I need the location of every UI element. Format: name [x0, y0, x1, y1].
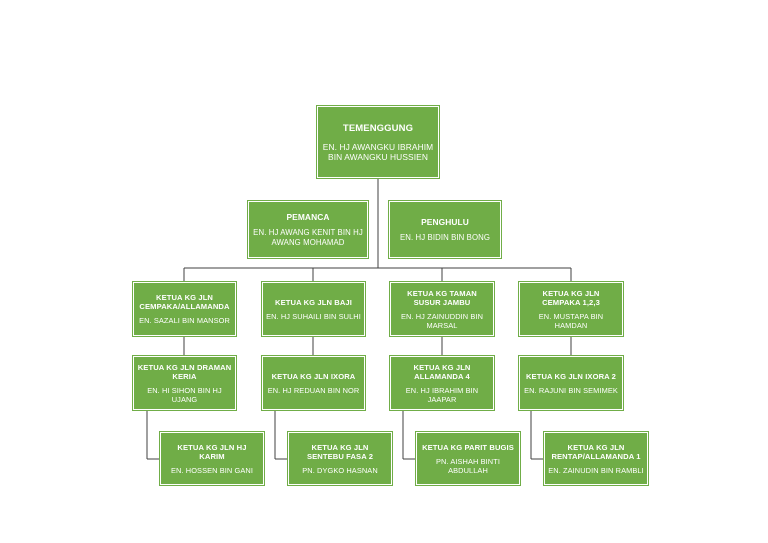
node-taman-susur-jambu: KETUA KG TAMAN SUSUR JAMBU EN. HJ ZAINUD…: [389, 281, 495, 337]
node-title: KETUA KG JLN HJ KARIM: [177, 442, 247, 461]
node-rentap: KETUA KG JLN RENTAP/ALLAMANDA 1 EN. ZAIN…: [543, 431, 649, 486]
node-penghulu: PENGHULU EN. HJ BIDIN BIN BONG: [388, 200, 502, 259]
node-title: KETUA KG JLN BAJI: [275, 297, 352, 307]
node-name: PN. DYGKO HASNAN: [302, 465, 378, 475]
node-pemanca: PEMANCA EN. HJ AWANG KENIT BIN HJ AWANG …: [247, 200, 369, 259]
node-title: KETUA KG JLN RENTAP/ALLAMANDA 1: [551, 442, 641, 461]
node-cempaka-123: KETUA KG JLN CEMPAKA 1,2,3 EN. MUSTAPA B…: [518, 281, 624, 337]
node-name: EN. HJ BIDIN BIN BONG: [399, 232, 491, 242]
node-title: PEMANCA: [286, 212, 330, 222]
node-title: KETUA KG PARIT BUGIS: [422, 442, 514, 452]
node-title: PENGHULU: [421, 216, 469, 227]
node-name: EN. ZAINUDIN BIN RAMBLI: [548, 465, 644, 475]
node-title: KETUA KG JLN CEMPAKA/ALLAMANDA: [139, 293, 230, 311]
node-sentebu: KETUA KG JLN SENTEBU FASA 2 PN. DYGKO HA…: [287, 431, 393, 486]
node-name: PN. AISHAH BINTI ABDULLAH: [435, 456, 501, 475]
node-name: EN. HJ IBRAHIM BIN JAAPAR: [405, 385, 479, 404]
node-title: KETUA KG JLN SENTEBU FASA 2: [306, 442, 374, 461]
node-temenggung: TEMENGGUNG EN. HJ AWANGKU IBRAHIM BIN AW…: [316, 105, 440, 179]
node-ixora-2: KETUA KG JLN IXORA 2 EN. RAJUNI BIN SEMI…: [518, 355, 624, 411]
node-name: EN. RAJUNI BIN SEMIMEK: [524, 385, 618, 395]
node-allamanda-4: KETUA KG JLN ALLAMANDA 4 EN. HJ IBRAHIM …: [389, 355, 495, 411]
node-title: KETUA KG JLN IXORA: [271, 371, 356, 381]
node-name: EN. HJ ZAINUDDIN BIN MARSAL: [400, 311, 484, 330]
node-title: KETUA KG JLN IXORA 2: [525, 371, 617, 381]
node-title: KETUA KG JLN ALLAMANDA 4: [413, 362, 471, 381]
node-name: EN. HJ AWANG KENIT BIN HJ AWANG MOHAMAD: [253, 228, 363, 247]
node-title: KETUA KG JLN DRAMAN KERIA: [137, 362, 232, 381]
node-name: EN. MUSTAPA BIN HAMDAN: [538, 311, 604, 330]
node-draman-keria: KETUA KG JLN DRAMAN KERIA EN. HI SIHON B…: [132, 355, 237, 411]
node-ixora: KETUA KG JLN IXORA EN. HJ REDUAN BIN NOR: [261, 355, 366, 411]
node-name: EN. SAZALI BIN MANSOR: [139, 316, 230, 325]
node-name: EN. HJ SUHAILI BIN SULHI: [266, 311, 361, 321]
node-name: EN. HOSSEN BIN GANI: [171, 465, 253, 475]
node-title: KETUA KG JLN CEMPAKA 1,2,3: [542, 288, 600, 307]
node-title: KETUA KG TAMAN SUSUR JAMBU: [407, 288, 477, 307]
node-title: TEMENGGUNG: [342, 122, 414, 134]
node-name: EN. HJ AWANGKU IBRAHIM BIN AWANGKU HUSSI…: [322, 141, 434, 162]
node-name: EN. HI SIHON BIN HJ UJANG: [147, 385, 222, 404]
node-cempaka-allamanda: KETUA KG JLN CEMPAKA/ALLAMANDA EN. SAZAL…: [132, 281, 237, 337]
node-name: EN. HJ REDUAN BIN NOR: [267, 385, 360, 395]
node-hj-karim: KETUA KG JLN HJ KARIM EN. HOSSEN BIN GAN…: [159, 431, 265, 486]
node-baji: KETUA KG JLN BAJI EN. HJ SUHAILI BIN SUL…: [261, 281, 366, 337]
node-parit-bugis: KETUA KG PARIT BUGIS PN. AISHAH BINTI AB…: [415, 431, 521, 486]
